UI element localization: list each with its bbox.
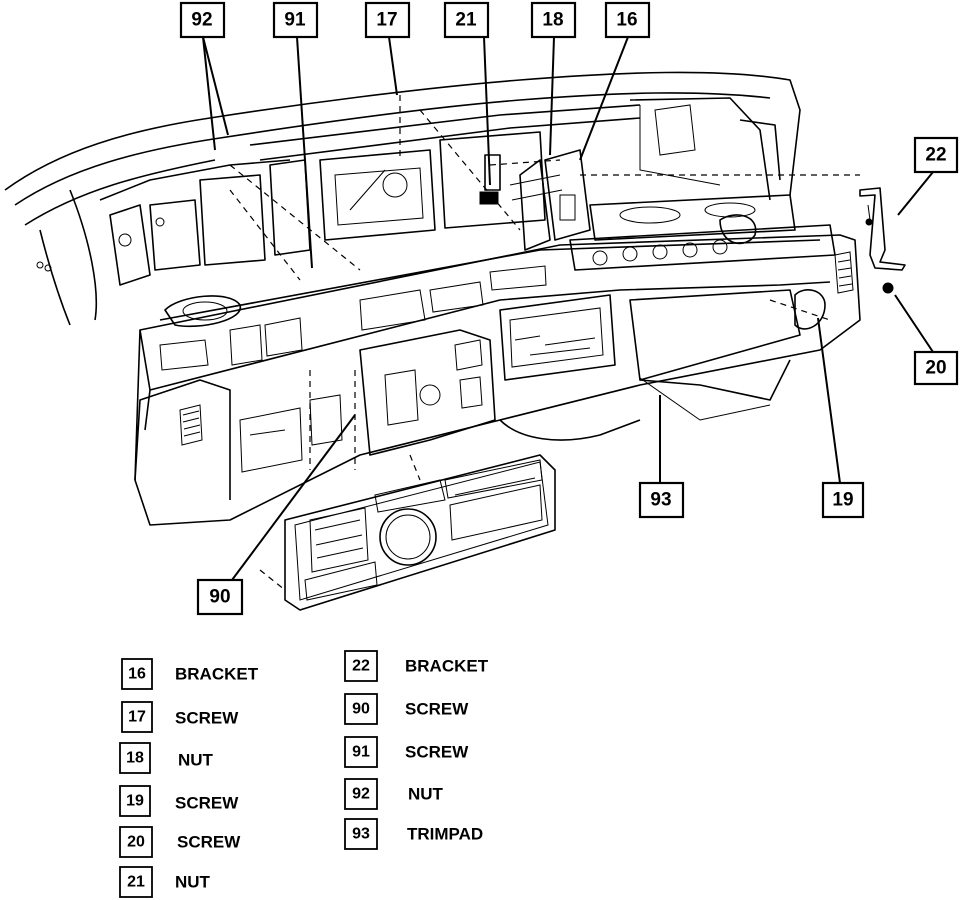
legend-item: 90 SCREW (344, 693, 469, 725)
svg-text:18: 18 (126, 750, 144, 767)
svg-text:22: 22 (925, 145, 946, 166)
steering-column-bracket (509, 149, 591, 251)
svg-text:BRACKET: BRACKET (405, 657, 489, 676)
svg-text:22: 22 (352, 658, 370, 675)
parts-legend: 16 BRACKET 17 SCREW 18 NUT 19 SCREW 20 S… (119, 650, 489, 898)
callout-16: 16 (604, 1, 651, 39)
legend-item: 17 SCREW (121, 701, 239, 733)
side-bracket (859, 187, 906, 294)
svg-text:92: 92 (191, 10, 212, 31)
cluster-bezel (284, 454, 556, 611)
callout-17: 17 (364, 1, 411, 39)
svg-text:SCREW: SCREW (405, 743, 469, 762)
leader-lines (202, 36, 934, 581)
svg-text:91: 91 (284, 10, 306, 31)
svg-text:16: 16 (128, 666, 146, 683)
svg-text:18: 18 (542, 10, 563, 31)
callout-19: 19 (821, 481, 865, 519)
legend-item: 19 SCREW (119, 785, 239, 817)
svg-text:NUT: NUT (408, 785, 444, 804)
svg-text:SCREW: SCREW (177, 833, 241, 852)
svg-text:93: 93 (650, 490, 671, 511)
svg-text:17: 17 (376, 10, 397, 31)
svg-text:SCREW: SCREW (175, 709, 239, 728)
svg-text:90: 90 (352, 701, 370, 718)
legend-item: 91 SCREW (344, 736, 469, 768)
svg-text:20: 20 (127, 834, 145, 851)
svg-text:16: 16 (616, 10, 637, 31)
svg-text:SCREW: SCREW (175, 794, 239, 813)
svg-text:SCREW: SCREW (405, 700, 469, 719)
svg-text:TRIMPAD: TRIMPAD (407, 825, 483, 844)
instrument-panel-carrier (134, 194, 861, 526)
svg-text:20: 20 (925, 358, 946, 379)
callout-90: 90 (196, 578, 244, 616)
svg-text:90: 90 (209, 587, 230, 608)
callout-22: 22 (913, 136, 959, 174)
svg-text:92: 92 (352, 786, 370, 803)
svg-text:NUT: NUT (178, 751, 214, 770)
legend-item: 92 NUT (344, 778, 444, 810)
legend-item: 22 BRACKET (344, 650, 489, 682)
svg-text:NUT: NUT (175, 873, 211, 892)
callout-93: 93 (638, 481, 685, 519)
svg-text:19: 19 (832, 490, 853, 511)
callout-92: 92 (179, 1, 226, 39)
callout-20: 20 (913, 350, 959, 386)
svg-text:21: 21 (455, 10, 477, 31)
svg-text:BRACKET: BRACKET (175, 665, 259, 684)
callout-91: 91 (272, 1, 319, 39)
cowl-structure (4, 71, 801, 326)
legend-item: 18 NUT (119, 742, 214, 774)
svg-text:21: 21 (127, 874, 145, 891)
legend-item: 93 TRIMPAD (344, 818, 483, 850)
legend-item: 21 NUT (119, 866, 211, 898)
svg-text:17: 17 (128, 709, 146, 726)
callout-21: 21 (443, 1, 490, 39)
svg-text:91: 91 (352, 744, 370, 761)
svg-text:19: 19 (126, 793, 144, 810)
legend-item: 20 SCREW (119, 826, 241, 858)
callout-18: 18 (530, 1, 577, 39)
svg-text:93: 93 (352, 826, 370, 843)
legend-item: 16 BRACKET (121, 658, 259, 690)
alignment-lines (229, 95, 860, 591)
